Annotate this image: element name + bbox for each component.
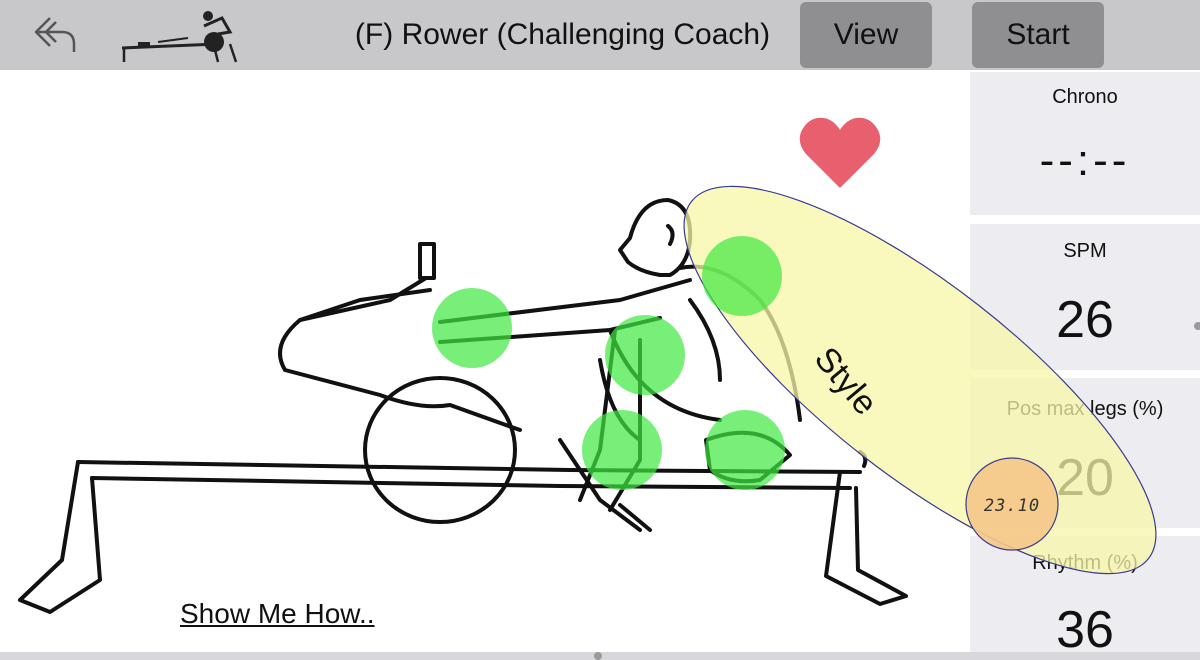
spm-panel: SPM 26 <box>970 224 1200 370</box>
rhythm-label: Rhythm (%) <box>1032 552 1138 574</box>
pos-max-legs-label: Pos max legs (%) <box>1006 398 1164 420</box>
page-title: (F) Rower (Challenging Coach) <box>354 18 771 51</box>
back-arrow-icon <box>34 17 76 52</box>
chrono-panel: Chrono --:-- <box>970 72 1200 215</box>
spm-label: SPM <box>1063 240 1107 262</box>
chrono-label: Chrono <box>1052 86 1118 108</box>
rhythm-panel: Rhythm (%) 36 <box>970 536 1200 659</box>
rhythm-value: 36 <box>1056 601 1114 659</box>
show-me-how-link[interactable]: Show Me How.. <box>180 598 375 629</box>
side-handle[interactable] <box>1194 322 1200 330</box>
view-button[interactable]: View <box>800 2 932 68</box>
back-button[interactable] <box>30 12 80 56</box>
top-bar: (F) Rower (Challenging Coach) View Start <box>0 0 1200 70</box>
resize-handle[interactable] <box>594 652 602 660</box>
rower-machine-icon <box>118 4 242 66</box>
chrono-value: --:-- <box>1039 136 1131 185</box>
heart-icon[interactable] <box>796 112 884 192</box>
spm-value: 26 <box>1056 291 1114 349</box>
score-badge: 23.10 <box>983 496 1041 516</box>
start-button[interactable]: Start <box>972 2 1104 68</box>
